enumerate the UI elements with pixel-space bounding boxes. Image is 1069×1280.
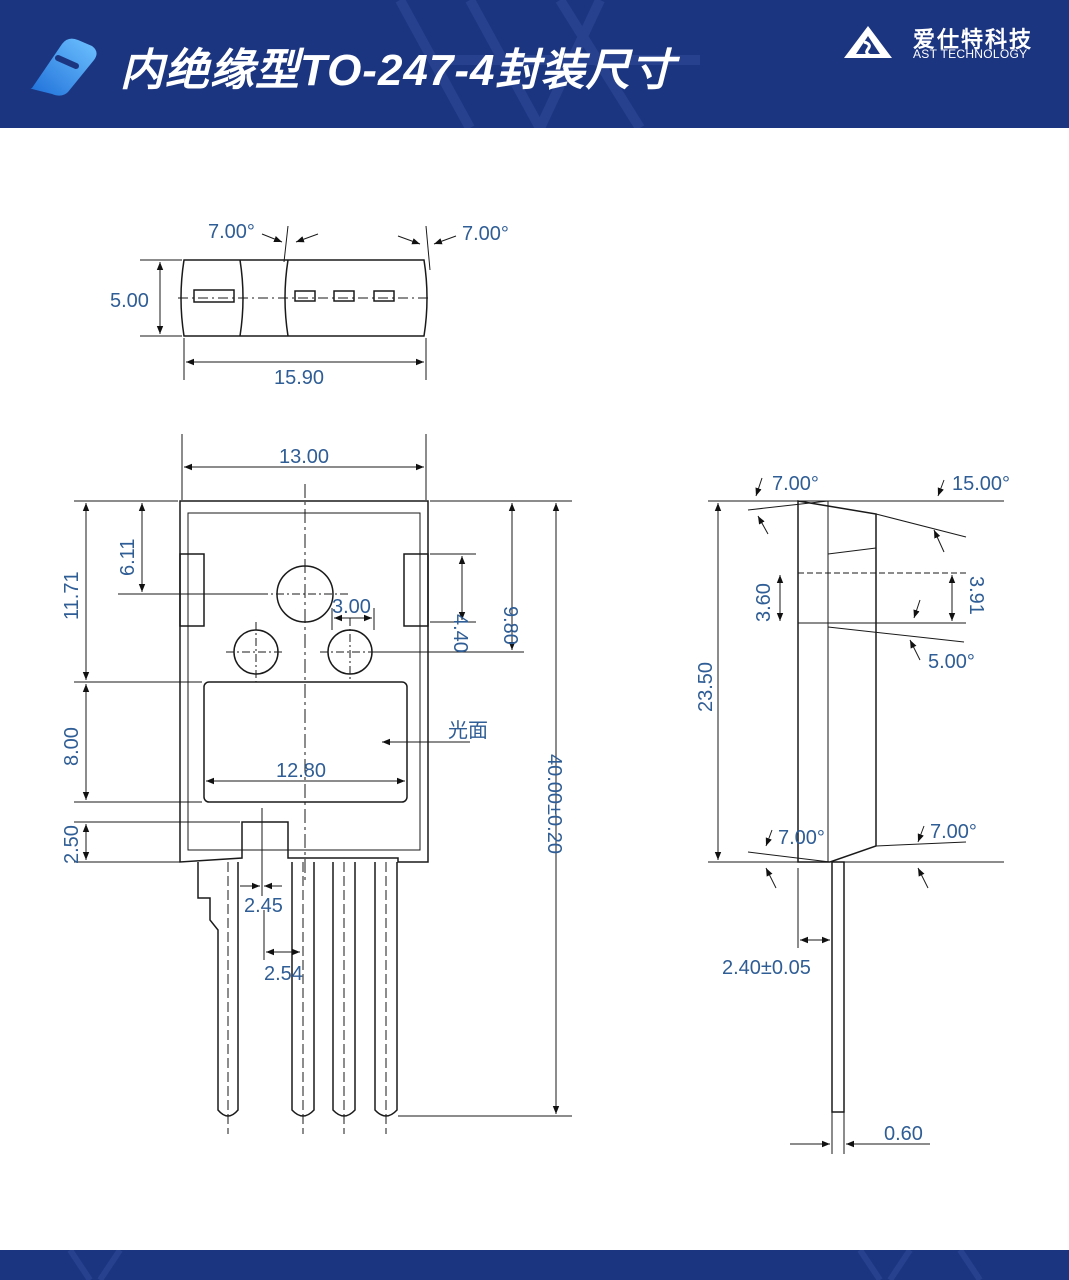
logo-icon (30, 38, 97, 96)
dim-lead-offset: 2.40±0.05 (722, 957, 811, 979)
dim-side-height: 23.50 (695, 662, 717, 712)
dim-3-91: 3.91 (965, 576, 987, 615)
surface-label: 光面 (448, 718, 488, 742)
dim-angle-bottom-right: 7.00° (930, 821, 977, 843)
front-view (74, 434, 572, 1134)
dim-angle-top-left: 7.00° (772, 473, 819, 495)
brand-name-cn: 爱仕特科技 (913, 27, 1034, 52)
dim-lead-thickness: 0.60 (884, 1123, 923, 1145)
dim-9-80: 9.80 (499, 606, 521, 645)
dim-4-40: 4.40 (449, 614, 471, 653)
dim-top-width: 15.90 (274, 367, 324, 389)
front-view-labels: 13.00 6.11 11.71 4.40 9.80 3.00 8.00 12.… (61, 446, 565, 985)
dim-angle-bottom-left: 7.00° (778, 827, 825, 849)
dim-6-11: 6.11 (117, 539, 139, 576)
dim-angle-top-right: 15.00° (952, 473, 1010, 495)
dim-total-length: 40.00±0.20 (543, 754, 565, 854)
dim-angle-5: 5.00° (928, 651, 975, 673)
dim-3-00: 3.00 (332, 596, 371, 618)
dim-top-height: 5.00 (110, 290, 149, 312)
front-view-notes: 光面 (448, 718, 488, 742)
dim-angle-left: 7.00° (208, 221, 255, 243)
side-view (708, 477, 1004, 1154)
page-title: 内绝缘型TO-247-4封装尺寸 (120, 46, 676, 95)
header-banner: 内绝缘型TO-247-4封装尺寸 爱仕特科技 AST TECHNOLOGY (0, 0, 1069, 128)
header-decoration (395, 0, 700, 128)
footer-banner (0, 1250, 1069, 1280)
dim-2-45: 2.45 (244, 895, 283, 917)
dim-2-54: 2.54 (264, 963, 303, 985)
dim-3-60: 3.60 (753, 583, 775, 622)
side-view-labels: 7.00° 15.00° 3.60 3.91 5.00° 23.50 7.00°… (695, 473, 1010, 1145)
package-drawing: 7.00° 7.00° 5.00 15.90 (61, 221, 1010, 1154)
dim-8-00: 8.00 (61, 727, 83, 766)
dim-2-50: 2.50 (61, 825, 83, 864)
dim-angle-right: 7.00° (462, 223, 509, 245)
brand-name-en: AST TECHNOLOGY (913, 47, 1028, 61)
brand-logo-icon (844, 26, 892, 58)
footer-decoration (67, 1250, 983, 1280)
dim-body-width: 13.00 (279, 446, 329, 468)
dim-12-80: 12.80 (276, 760, 326, 782)
dim-11-71: 11.71 (61, 571, 83, 620)
top-view (140, 225, 457, 380)
top-view-labels: 7.00° 7.00° 5.00 15.90 (110, 221, 509, 389)
